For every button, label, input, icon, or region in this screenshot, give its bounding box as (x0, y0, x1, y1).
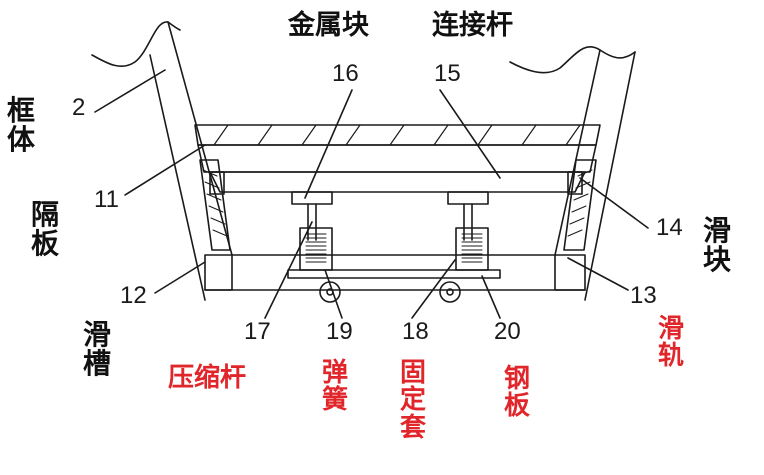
spring-left (305, 233, 327, 263)
leader-20 (481, 275, 501, 319)
partition-body (197, 144, 597, 173)
slide-groove-left (204, 254, 233, 291)
slider-block-right (567, 171, 583, 195)
slide-groove-right (554, 254, 586, 291)
number-2: 2 (72, 94, 86, 121)
label-slide-groove: 滑槽 (82, 318, 111, 381)
number-19: 19 (326, 318, 353, 345)
number-18: 18 (402, 318, 429, 345)
label-slide-rail: 滑轨 (657, 314, 684, 372)
break-line-right (509, 45, 636, 74)
number-15: 15 (434, 60, 461, 87)
wheel-right-hub (446, 288, 454, 296)
label-slider: 滑块 (702, 214, 731, 277)
right-slider (563, 159, 597, 251)
partition-hatch (213, 124, 581, 146)
leader-2 (94, 69, 166, 113)
label-spring: 弹簧 (321, 358, 348, 416)
label-partition: 隔板 (30, 198, 59, 261)
wheel-right (439, 281, 461, 303)
number-17: 17 (244, 318, 271, 345)
connecting-rod (209, 171, 586, 193)
leader-14 (579, 177, 649, 229)
left-slider (199, 159, 231, 251)
steel-plate (287, 269, 501, 279)
leader-16 (304, 89, 353, 199)
number-14: 14 (656, 214, 683, 241)
leader-17 (264, 221, 313, 319)
frame-right-outer (584, 51, 636, 301)
number-20: 20 (494, 318, 521, 345)
leader-19 (324, 269, 343, 319)
label-metal-block: 金属块 (288, 10, 369, 41)
leader-15 (439, 89, 501, 179)
break-line-left (91, 21, 181, 67)
leader-18 (411, 259, 456, 319)
slider-block-left (209, 171, 225, 195)
leader-11 (124, 144, 206, 196)
label-connecting-rod: 连接杆 (432, 10, 513, 41)
number-11: 11 (94, 186, 119, 213)
leader-13 (567, 257, 629, 291)
frame-left-inner (167, 21, 233, 256)
label-frame-body: 框体 (6, 94, 35, 157)
metal-block-right (447, 191, 489, 205)
number-12: 12 (120, 282, 147, 309)
right-slider-hatch (567, 169, 593, 237)
leader-12 (154, 261, 206, 294)
frame-right-inner (554, 49, 601, 256)
number-16: 16 (332, 60, 359, 87)
label-steel-plate: 钢板 (503, 364, 530, 422)
spring-right (461, 233, 483, 263)
frame-left-outer (149, 54, 206, 301)
metal-block-left (291, 191, 333, 205)
label-fixing-sleeve: 固定套 (399, 358, 426, 443)
number-13: 13 (630, 282, 657, 309)
label-compression-rod: 压缩杆 (168, 363, 247, 393)
